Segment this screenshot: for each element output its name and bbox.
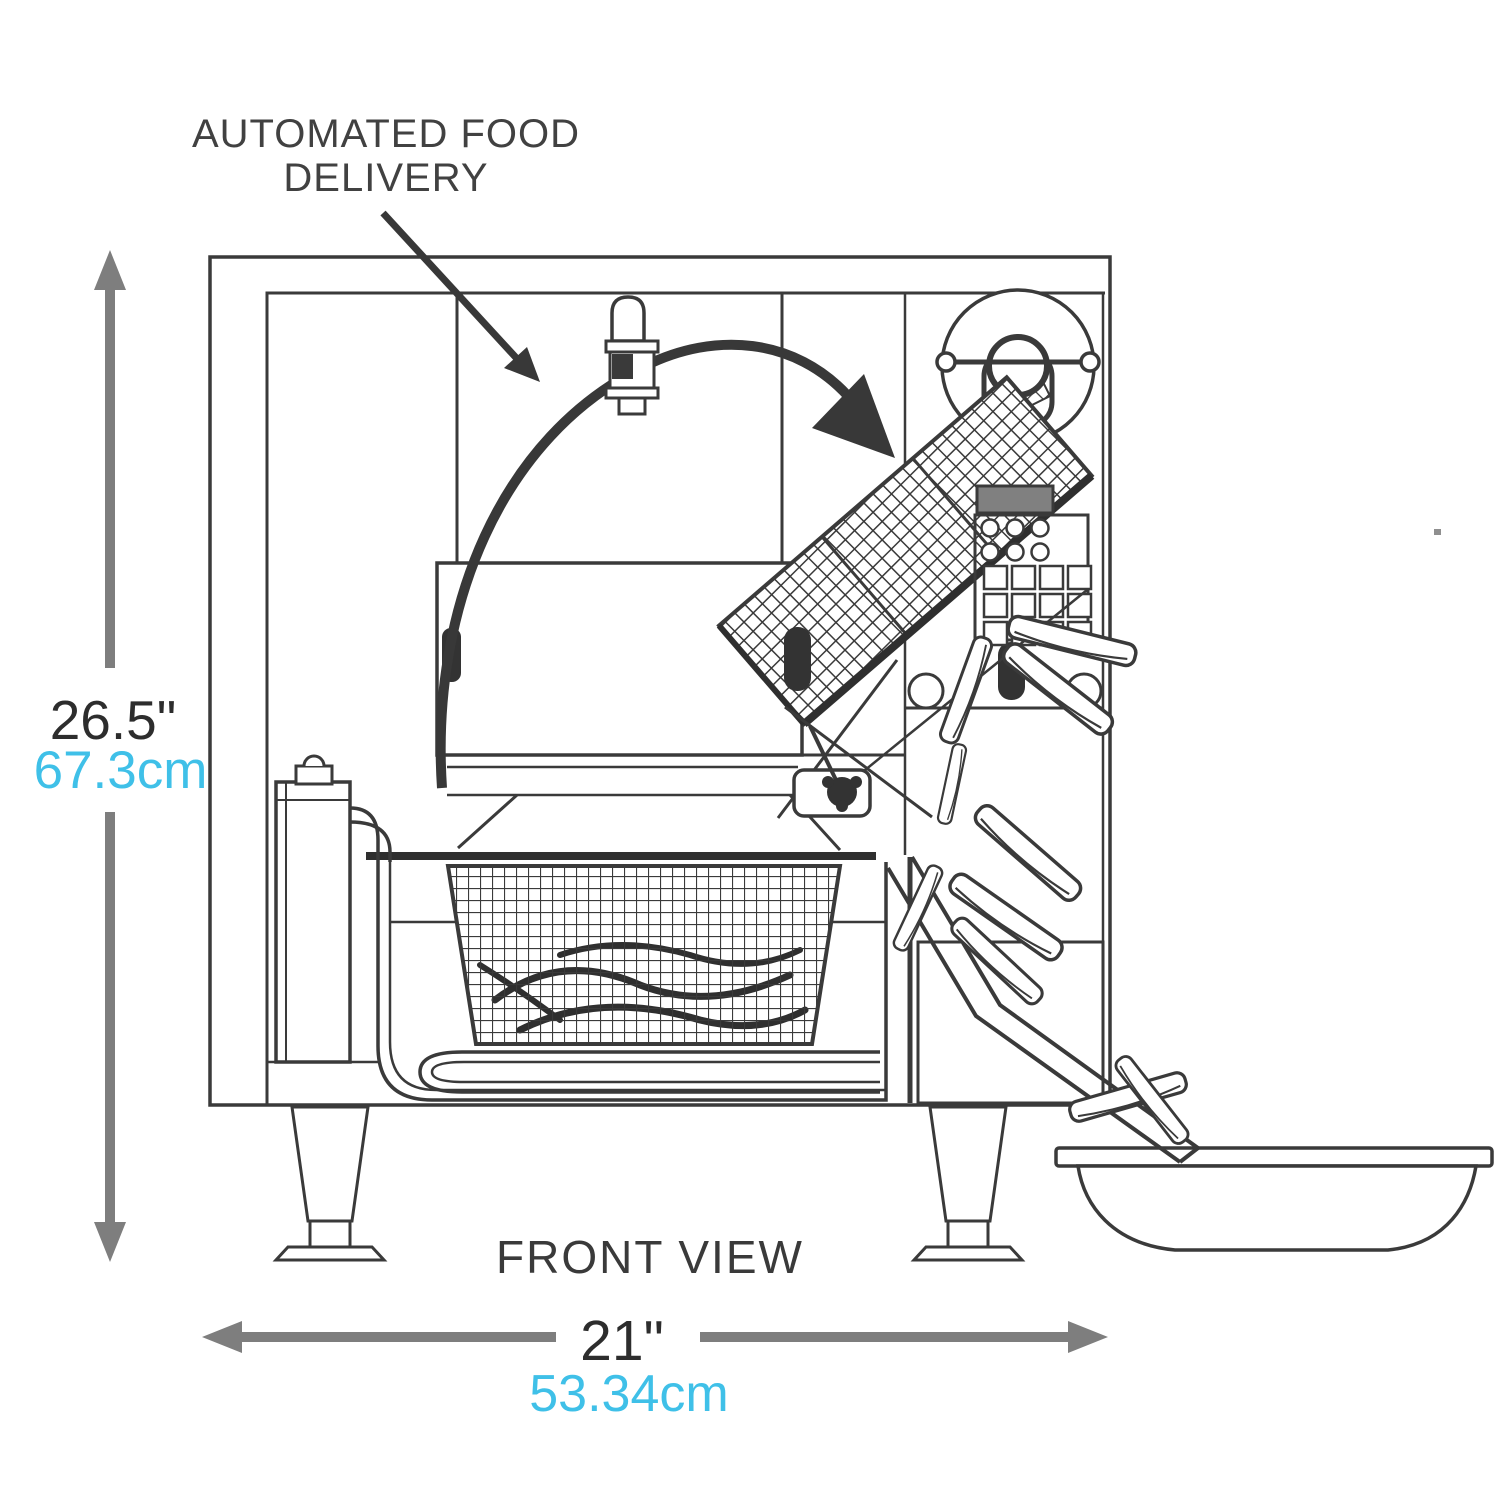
artifact-dot	[1434, 529, 1441, 535]
dispense-nozzle	[604, 295, 660, 416]
legs	[272, 1105, 1026, 1262]
height-metric-label: 67.3cm	[33, 741, 208, 800]
round-keys	[980, 518, 1050, 562]
callout-arrow-icon	[380, 210, 540, 382]
annotation-line-2: DELIVERY	[283, 156, 489, 200]
height-imperial-label: 26.5"	[49, 689, 177, 751]
width-dimension-arrow	[202, 1321, 1108, 1353]
annotation-automated-food-delivery: AUTOMATED FOOD DELIVERY	[166, 112, 606, 200]
filter-tank	[267, 754, 392, 1064]
annotation-line-1: AUTOMATED FOOD	[191, 112, 581, 156]
front-view-label: FRONT VIEW	[496, 1231, 804, 1283]
fry-basket	[366, 852, 876, 1046]
heating-element	[418, 1050, 880, 1094]
width-metric-label: 53.34cm	[529, 1365, 729, 1423]
basket-handle-grip-icon	[784, 627, 811, 691]
height-dimension-arrow	[94, 250, 126, 1262]
display-screen	[975, 484, 1055, 515]
width-imperial-label: 21"	[580, 1309, 664, 1373]
drain-basket	[716, 374, 1095, 728]
pivot-hub-icon	[822, 776, 862, 812]
serving-tray	[1054, 1146, 1494, 1252]
rotation-arrow-icon	[435, 339, 895, 789]
